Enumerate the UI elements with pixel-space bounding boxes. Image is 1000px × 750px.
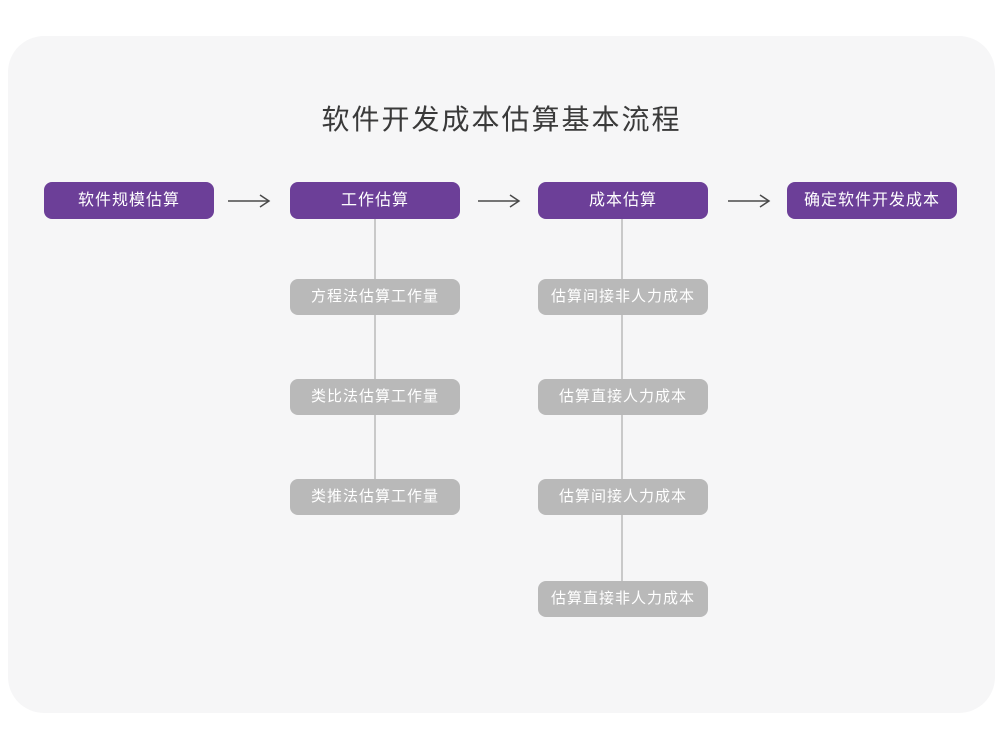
right-arrow-icon [728,194,771,208]
sub-node-equation-method: 方程法估算工作量 [290,279,460,315]
connector-line-work [374,219,376,484]
flow-node-software-scale-estimation: 软件规模估算 [44,182,214,219]
flow-node-determine-dev-cost: 确定软件开发成本 [787,182,957,219]
sub-node-analogy-method: 类比法估算工作量 [290,379,460,415]
sub-node-indirect-labor-cost: 估算间接人力成本 [538,479,708,515]
flow-node-cost-estimation: 成本估算 [538,182,708,219]
flow-node-work-estimation: 工作估算 [290,182,460,219]
flowchart-card: 软件开发成本估算基本流程 软件规模估算 工作估算 成本估算 确定软件开发成本 方… [8,36,995,713]
sub-node-direct-nonlabor-cost: 估算直接非人力成本 [538,581,708,617]
sub-node-extrapolation-method: 类推法估算工作量 [290,479,460,515]
right-arrow-icon [478,194,521,208]
page-title: 软件开发成本估算基本流程 [321,104,682,135]
sub-node-indirect-nonlabor-cost: 估算间接非人力成本 [538,279,708,315]
sub-node-direct-labor-cost: 估算直接人力成本 [538,379,708,415]
right-arrow-icon [228,194,271,208]
